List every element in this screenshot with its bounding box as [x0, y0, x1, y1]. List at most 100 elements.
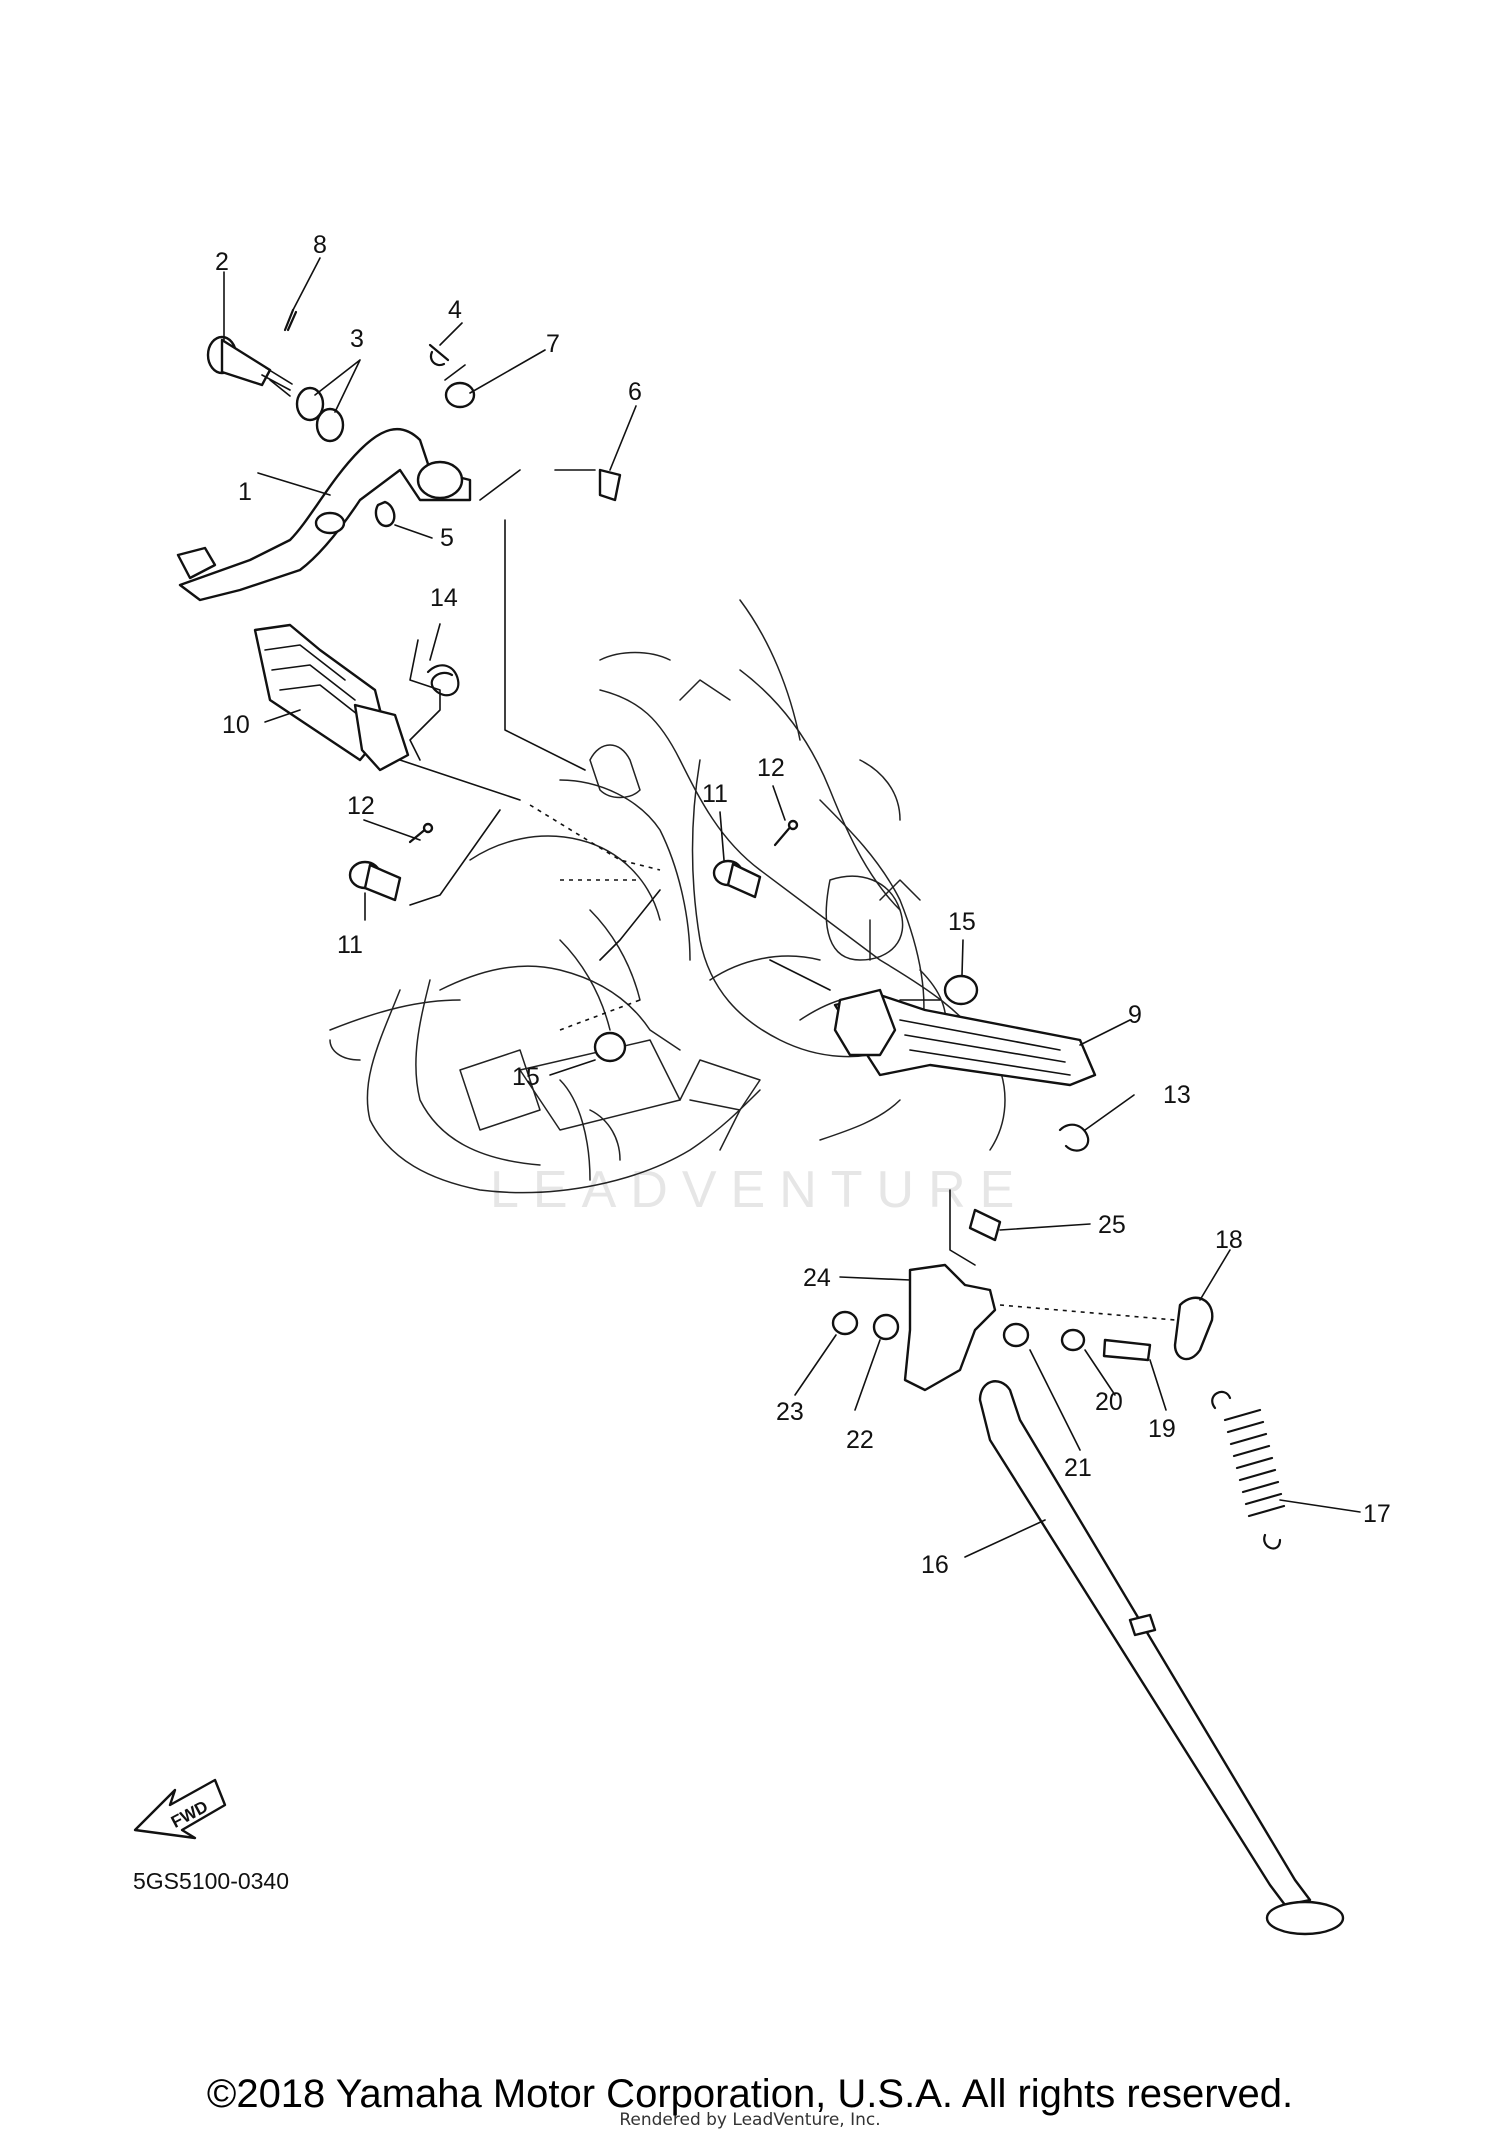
leader-line	[609, 405, 637, 471]
leader-line	[409, 639, 441, 761]
bolt-icon	[968, 1208, 1002, 1242]
leader-line	[399, 759, 521, 906]
callout-17: 17	[1363, 1500, 1391, 1528]
pivot-bolt	[206, 335, 293, 397]
pin-icon	[422, 822, 434, 834]
leader-line	[363, 819, 421, 841]
callout-5: 5	[440, 524, 454, 552]
callout-21: 21	[1064, 1454, 1092, 1482]
leader-line	[444, 364, 596, 501]
leader-line	[772, 785, 786, 821]
leader-line	[854, 1339, 881, 1411]
leader-line	[961, 939, 964, 976]
washer-icon	[444, 381, 476, 409]
split-pin-icon	[283, 308, 298, 332]
callout-15-right: 15	[948, 908, 976, 936]
leader-line	[1079, 1019, 1131, 1046]
leader-line	[429, 623, 441, 661]
washer-icon	[1060, 1328, 1086, 1352]
leader-line	[964, 1519, 1046, 1558]
leader-line	[469, 349, 546, 394]
sidestand-spring	[1211, 1390, 1286, 1550]
leader-line	[549, 1059, 596, 1076]
leader-line	[999, 1223, 1091, 1231]
callout-22: 22	[846, 1426, 874, 1454]
leader-line	[1149, 1359, 1167, 1411]
leader-line	[559, 999, 641, 1031]
leader-line	[769, 959, 941, 1001]
callout-24: 24	[803, 1264, 831, 1292]
callout-18: 18	[1215, 1226, 1243, 1254]
leader-line	[257, 472, 331, 496]
washer-icon	[943, 974, 979, 1006]
callout-7: 7	[546, 330, 560, 358]
diagram-code: 5GS5100-0340	[133, 1868, 290, 1894]
washer-icon	[295, 386, 325, 422]
spring-clip-icon	[374, 500, 396, 528]
leader-line	[1084, 1094, 1135, 1131]
washer-icon	[593, 1031, 627, 1063]
collar-icon	[1002, 1322, 1030, 1348]
nut-icon	[831, 1310, 859, 1336]
callout-16: 16	[921, 1551, 949, 1579]
leader-line	[504, 519, 586, 771]
leadventure-watermark: LEADVENTURE	[490, 1161, 1029, 1219]
washer-icon	[315, 407, 345, 443]
left-footrest	[253, 623, 410, 772]
callout-10: 10	[222, 711, 250, 739]
callout-9: 9	[1128, 1001, 1142, 1029]
leader-line	[439, 322, 463, 346]
leader-line	[999, 1304, 1176, 1321]
callout-14: 14	[430, 584, 458, 612]
cotter-pin-icon	[428, 343, 450, 367]
rendered-by-notice: Rendered by LeadVenture, Inc.	[619, 2110, 881, 2130]
callout-20: 20	[1095, 1388, 1123, 1416]
leader-line	[839, 1276, 911, 1281]
brake-pedal	[176, 428, 472, 602]
pin-icon	[787, 819, 799, 831]
leader-line	[292, 257, 321, 311]
leader-line	[314, 359, 361, 413]
leader-line	[1279, 1499, 1361, 1513]
callout-6: 6	[628, 378, 642, 406]
leader-line	[949, 1189, 976, 1266]
sidestand-bracket	[903, 1263, 997, 1392]
callout-15-left: 15	[512, 1063, 540, 1091]
sidestand	[978, 1380, 1345, 1936]
callout-2: 2	[215, 248, 229, 276]
callout-4: 4	[448, 296, 462, 324]
spring-icon	[1058, 1123, 1090, 1152]
leader-line	[1084, 1349, 1116, 1396]
callout-3: 3	[350, 325, 364, 353]
callout-11-left-lower: 11	[337, 931, 363, 959]
copyright-notice: ©2018 Yamaha Motor Corporation, U.S.A. A…	[206, 2072, 1294, 2116]
leader-line	[529, 804, 661, 871]
leader-line	[599, 889, 661, 961]
leader-line	[719, 811, 725, 861]
fwd-arrow-icon: FWD	[133, 1778, 227, 1840]
sensor-plate-icon	[1173, 1296, 1214, 1361]
callout-1: 1	[238, 478, 252, 506]
pin-icon	[598, 468, 622, 502]
leader-line	[264, 709, 301, 723]
bolt-icon	[348, 860, 402, 902]
callout-19: 19	[1148, 1415, 1176, 1443]
callout-12-right: 12	[757, 754, 785, 782]
right-footrest	[833, 988, 1097, 1087]
callout-12-left: 12	[347, 792, 375, 820]
callout-11-right: 11	[702, 780, 728, 808]
leader-line	[794, 1334, 837, 1396]
leader-line	[1029, 1349, 1081, 1451]
frame-outline	[329, 599, 1006, 1194]
callout-23: 23	[776, 1398, 804, 1426]
bolt-icon	[712, 859, 762, 899]
bolt-icon	[1102, 1338, 1152, 1362]
leader-line	[1199, 1249, 1231, 1301]
callout-8: 8	[313, 231, 327, 259]
washer-icon	[872, 1313, 900, 1341]
callout-25: 25	[1098, 1211, 1126, 1239]
callout-13: 13	[1163, 1081, 1191, 1109]
spring-icon	[426, 664, 460, 697]
leader-line	[394, 524, 433, 539]
